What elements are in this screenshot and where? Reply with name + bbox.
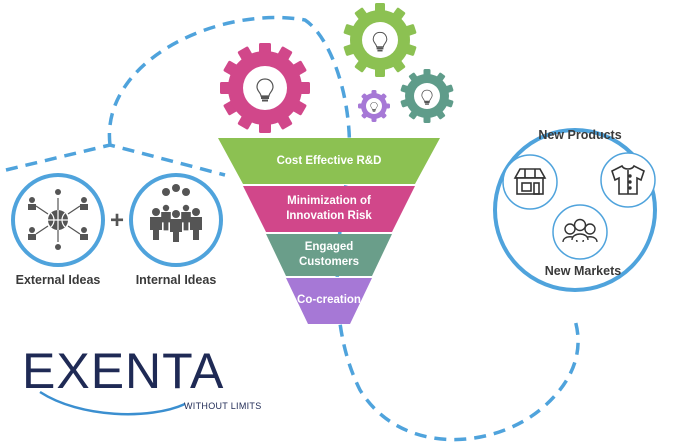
- funnel-stage-4: [286, 278, 372, 324]
- internal-ideas-label: Internal Ideas: [135, 273, 217, 287]
- funnel-label-cost-effective: Cost Effective R&D: [276, 155, 382, 167]
- team-people-icon: [150, 184, 202, 242]
- logo-tagline: WITHOUT LIMITS: [184, 401, 262, 411]
- network-globe-icon: [28, 189, 88, 250]
- funnel-stage-1: [218, 138, 440, 184]
- external-ideas-label: External Ideas: [15, 273, 101, 287]
- pink-gear-icon: [220, 43, 310, 133]
- dashed-connector: [5, 15, 580, 442]
- customers-icon: [562, 218, 598, 243]
- people-icon-circle: [552, 204, 608, 260]
- innovation-funnel: [218, 138, 440, 324]
- teal-gear-icon: [400, 69, 454, 123]
- funnel-stage-2: [243, 186, 415, 232]
- funnel-stage-3: [266, 234, 392, 276]
- purple-gear-icon: [358, 90, 390, 122]
- new-markets-label: New Markets: [544, 264, 622, 278]
- green-gear-icon: [343, 3, 417, 77]
- funnel-label-cocreation: Co-creation: [297, 294, 361, 306]
- plus-sign: +: [110, 207, 124, 234]
- shirt-icon: [611, 164, 645, 195]
- funnel-label-risk: Minimization of Innovation Risk: [286, 195, 372, 222]
- logo-swoosh: [39, 390, 186, 416]
- exenta-logo: EXENTA: [22, 343, 225, 399]
- store-icon: [513, 168, 547, 195]
- new-products-label: New Products: [538, 128, 622, 142]
- funnel-label-engaged: Engaged Customers: [298, 241, 360, 268]
